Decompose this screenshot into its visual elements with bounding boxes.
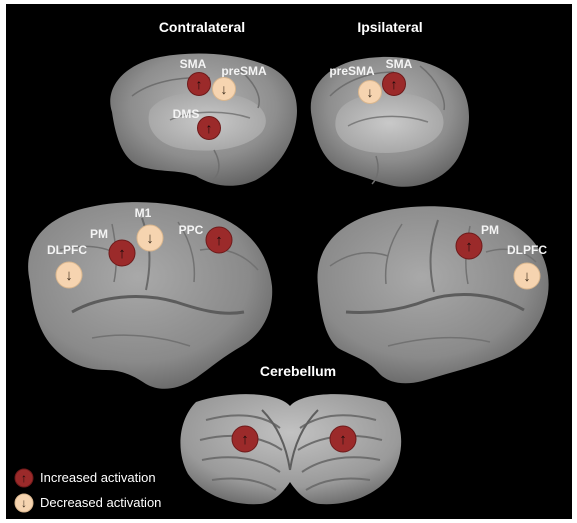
label-pm-contralateral: PM <box>90 227 108 241</box>
marker-cerebellum-left: ↑ <box>232 426 258 452</box>
marker-pm-contralateral: ↑ <box>109 240 135 266</box>
svg-text:↓: ↓ <box>221 81 228 97</box>
legend: ↑ Increased activation ↓ Decreased activ… <box>15 469 161 512</box>
marker-pm-ipsilateral: ↑ <box>456 233 482 259</box>
marker-dms-contralateral: ↑ <box>198 117 221 140</box>
label-presma-contralateral: preSMA <box>221 64 267 78</box>
svg-text:↑: ↑ <box>391 76 398 92</box>
header-cerebellum: Cerebellum <box>260 363 336 379</box>
marker-sma-ipsilateral: ↑ <box>383 73 406 96</box>
svg-text:↓: ↓ <box>367 84 374 100</box>
svg-text:↓: ↓ <box>21 496 27 510</box>
label-presma-ipsilateral: preSMA <box>329 64 375 78</box>
label-dlpfc-contralateral: DLPFC <box>47 243 87 257</box>
svg-text:↑: ↑ <box>241 431 249 448</box>
header-ipsilateral: Ipsilateral <box>357 19 422 35</box>
label-sma-ipsilateral: SMA <box>386 57 413 71</box>
legend-increased-label: Increased activation <box>40 470 156 485</box>
marker-m1-contralateral: ↓ <box>137 225 163 251</box>
svg-text:↓: ↓ <box>146 230 154 247</box>
label-dms-contralateral: DMS <box>173 107 200 121</box>
svg-text:↑: ↑ <box>215 232 223 249</box>
label-ppc-contralateral: PPC <box>179 223 204 237</box>
marker-presma-ipsilateral: ↓ <box>359 81 382 104</box>
marker-ppc-contralateral: ↑ <box>206 227 232 253</box>
svg-text:↑: ↑ <box>339 431 347 448</box>
cerebellum-image <box>180 394 401 504</box>
header-contralateral: Contralateral <box>159 19 245 35</box>
marker-sma-contralateral: ↑ <box>188 73 211 96</box>
lateral-brain-ipsilateral <box>317 206 548 383</box>
label-dlpfc-ipsilateral: DLPFC <box>507 243 547 257</box>
marker-presma-contralateral: ↓ <box>213 78 236 101</box>
legend-decreased-icon: ↓ <box>15 494 33 512</box>
svg-text:↑: ↑ <box>465 238 473 255</box>
marker-dlpfc-ipsilateral: ↓ <box>514 263 540 289</box>
marker-dlpfc-contralateral: ↓ <box>56 262 82 288</box>
svg-text:↓: ↓ <box>65 267 73 284</box>
svg-text:↑: ↑ <box>196 76 203 92</box>
svg-text:↑: ↑ <box>206 120 213 136</box>
marker-cerebellum-right: ↑ <box>330 426 356 452</box>
legend-increased-icon: ↑ <box>15 469 33 487</box>
legend-decreased-label: Decreased activation <box>40 495 161 510</box>
svg-text:↑: ↑ <box>21 471 27 485</box>
label-m1-contralateral: M1 <box>135 206 152 220</box>
label-sma-contralateral: SMA <box>180 57 207 71</box>
label-pm-ipsilateral: PM <box>481 223 499 237</box>
svg-text:↓: ↓ <box>523 268 531 285</box>
svg-text:↑: ↑ <box>118 245 126 262</box>
